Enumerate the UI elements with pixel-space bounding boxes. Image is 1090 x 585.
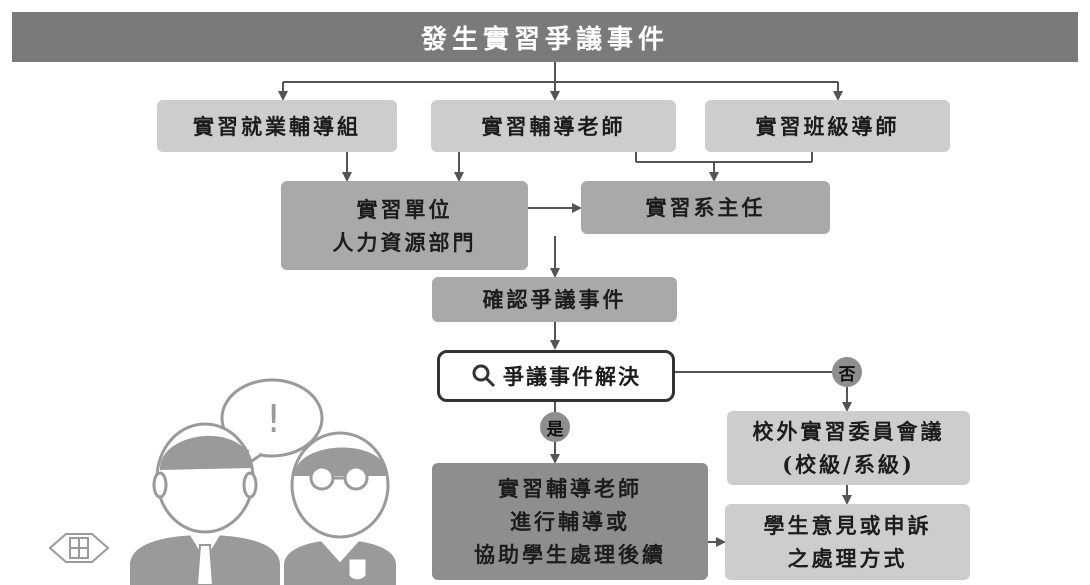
node-label-line2: (校級/系級) xyxy=(782,452,915,477)
node-label: 實習輔導老師 xyxy=(481,113,626,139)
node-confirm: 確認爭議事件 xyxy=(432,277,677,322)
node-counseling-group: 實習就業輔導組 xyxy=(157,100,397,152)
node-company-hr: 實習單位 人力資源部門 xyxy=(281,181,528,270)
node-label-line1: 實習單位 xyxy=(356,196,453,222)
yes-badge: 是 xyxy=(540,412,570,442)
node-label: 實習就業輔導組 xyxy=(193,113,361,139)
node-advisor-followup: 實習輔導老師 進行輔導或 協助學生處理後續 xyxy=(432,463,708,580)
node-label-line3: 協助學生處理後續 xyxy=(474,542,666,567)
node-label-line2: 之處理方式 xyxy=(787,546,908,571)
node-label: 實習班級導師 xyxy=(755,113,900,139)
no-badge: 否 xyxy=(832,357,862,387)
node-label-line1: 實習輔導老師 xyxy=(498,476,642,501)
node-class-teacher: 實習班級導師 xyxy=(705,100,950,152)
node-label: 實習系主任 xyxy=(645,195,766,220)
node-label: 確認爭議事件 xyxy=(482,287,627,312)
node-committee: 校外實習委員會議 (校級/系級) xyxy=(727,411,970,485)
node-label: 爭議事件解決 xyxy=(503,364,641,389)
node-dept-chair: 實習系主任 xyxy=(581,181,830,234)
node-resolve: 爭議事件解決 xyxy=(437,350,675,402)
magnifier-icon xyxy=(472,364,496,388)
person-left-icon xyxy=(130,422,280,585)
page-title: 發生實習爭議事件 xyxy=(12,12,1078,62)
person-right-icon xyxy=(284,431,396,585)
node-appeal: 學生意見或申訴 之處理方式 xyxy=(725,504,970,580)
node-label-line2: 人力資源部門 xyxy=(332,229,477,255)
node-label-line2: 進行輔導或 xyxy=(510,509,630,534)
node-label-line1: 校外實習委員會議 xyxy=(752,419,945,444)
speech-mark: ! xyxy=(266,397,281,441)
node-label-line1: 學生意見或申訴 xyxy=(763,513,932,538)
node-advisor: 實習輔導老師 xyxy=(431,100,676,152)
school-logo-icon xyxy=(48,533,110,563)
